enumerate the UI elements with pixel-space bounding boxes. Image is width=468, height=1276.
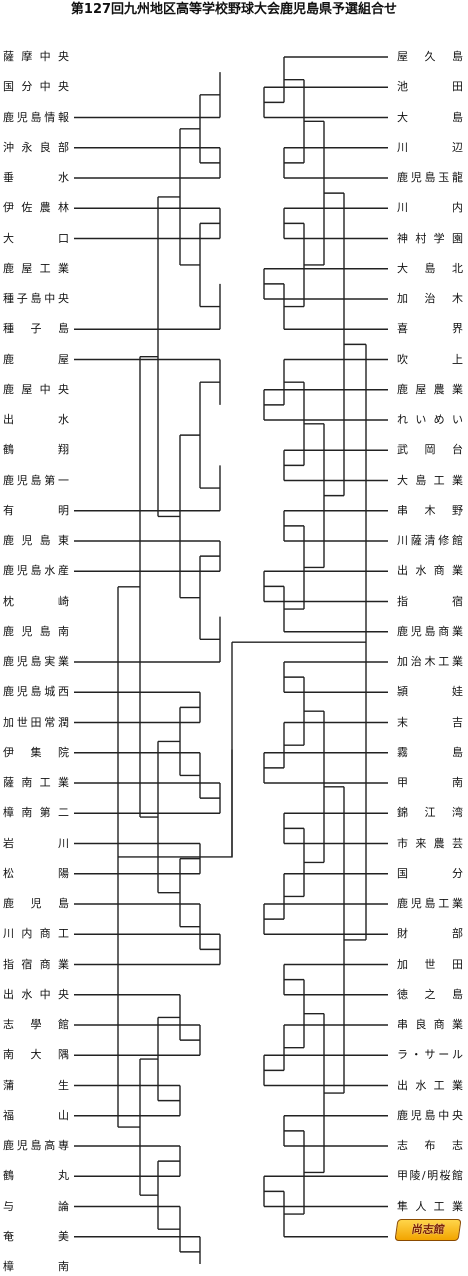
team-right-21: 加治木工業 [397, 655, 463, 668]
team-left-17: 鹿児島東 [3, 534, 69, 547]
team-left-33: 志學館 [3, 1018, 69, 1031]
team-left-9: 種子島中央 [3, 292, 69, 305]
team-left-16: 有 明 [3, 503, 69, 517]
team-right-14: 武岡台 [397, 443, 463, 457]
team-left-1: 薩摩中央 [3, 50, 69, 63]
team-right-23: 末 吉 [397, 715, 463, 729]
team-left-25: 薩南工業 [3, 776, 69, 789]
team-right-12: 鹿屋農業 [397, 382, 463, 396]
team-right-33: 串良商業 [397, 1018, 463, 1031]
team-right-31: 加世田 [397, 957, 463, 971]
team-right-38: 甲陵/明桜館 [397, 1169, 463, 1183]
team-left-4: 沖永良部 [3, 140, 69, 154]
team-left-36: 福 山 [3, 1108, 69, 1122]
team-left-26: 樟南第二 [3, 806, 69, 820]
team-left-34: 南大隅 [3, 1048, 69, 1062]
team-left-5: 垂 水 [3, 171, 69, 184]
team-right-29: 鹿児島工業 [397, 897, 463, 910]
team-right-9: 加治木 [397, 292, 463, 305]
team-left-21: 鹿児島実業 [3, 655, 69, 668]
team-right-24: 霧 島 [397, 745, 463, 759]
team-right-37: 志布志 [397, 1139, 463, 1152]
team-left-28: 松 陽 [3, 866, 69, 880]
school-logo: 尚志館 [394, 1219, 462, 1241]
team-right-10: 喜 界 [397, 322, 463, 336]
team-right-15: 大島工業 [397, 473, 463, 487]
team-left-10: 種子島 [3, 322, 69, 336]
team-right-4: 川 辺 [397, 140, 463, 154]
team-left-27: 岩 川 [3, 836, 69, 850]
team-left-14: 鶴 翔 [3, 443, 69, 457]
team-left-19: 枕 崎 [3, 594, 69, 608]
team-left-24: 伊集院 [3, 745, 69, 759]
team-right-11: 吹 上 [397, 352, 463, 366]
team-right-13: れいめい [397, 413, 463, 426]
team-right-5: 鹿児島玉龍 [397, 171, 463, 184]
team-left-13: 出 水 [3, 413, 69, 426]
team-right-7: 神村学園 [397, 231, 463, 245]
team-left-29: 鹿児島 [3, 897, 69, 910]
team-right-36: 鹿児島中央 [397, 1108, 463, 1122]
team-right-32: 徳之島 [397, 987, 463, 1001]
team-left-7: 大 口 [3, 231, 69, 245]
team-right-27: 市来農芸 [397, 836, 463, 850]
team-right-20: 鹿児島商業 [397, 624, 463, 638]
team-right-3: 大 島 [397, 110, 463, 124]
team-right-22: 頴 娃 [397, 685, 463, 699]
team-left-38: 鶴 丸 [3, 1169, 69, 1183]
team-right-2: 池 田 [397, 80, 463, 94]
team-left-8: 鹿屋工業 [3, 261, 69, 275]
team-left-11: 鹿 屋 [3, 352, 69, 366]
team-left-39: 与 論 [3, 1199, 69, 1213]
team-right-17: 川薩清修館 [397, 534, 463, 547]
team-left-30: 川内商工 [3, 927, 69, 941]
team-left-22: 鹿児島城西 [3, 685, 69, 699]
team-right-8: 大島北 [397, 261, 463, 275]
team-left-32: 出水中央 [3, 987, 69, 1001]
team-left-2: 国分中央 [3, 80, 69, 94]
team-left-20: 鹿児島南 [3, 624, 69, 638]
team-left-31: 指宿商業 [3, 957, 69, 971]
team-right-18: 出水商業 [397, 564, 463, 578]
team-right-1: 屋久島 [397, 50, 463, 63]
team-left-3: 鹿児島情報 [3, 110, 69, 124]
page-title: 第127回九州地区高等学校野球大会鹿児島県予選組合せ [70, 2, 398, 17]
team-right-25: 甲 南 [397, 776, 463, 789]
team-left-40: 奄 美 [3, 1229, 69, 1243]
team-right-30: 財 部 [397, 927, 463, 941]
team-left-12: 鹿屋中央 [3, 382, 69, 396]
team-right-39: 隼人工業 [397, 1199, 463, 1213]
team-left-23: 加世田常潤 [3, 715, 69, 729]
team-right-35: 出水工業 [397, 1078, 463, 1092]
team-right-16: 串木野 [397, 503, 463, 517]
team-left-37: 鹿児島高専 [3, 1139, 69, 1152]
team-right-34: ラ・サール [397, 1048, 463, 1062]
team-left-35: 蒲 生 [3, 1078, 69, 1092]
team-left-18: 鹿児島水産 [3, 564, 69, 578]
team-right-6: 川 内 [397, 201, 463, 215]
team-left-6: 伊佐農林 [3, 201, 69, 215]
team-left-15: 鹿児島第一 [3, 473, 69, 487]
team-right-28: 国 分 [397, 866, 463, 880]
team-right-19: 指 宿 [397, 594, 463, 608]
final-bracket-line-238 [118, 749, 233, 858]
team-right-26: 錦江湾 [397, 806, 463, 820]
